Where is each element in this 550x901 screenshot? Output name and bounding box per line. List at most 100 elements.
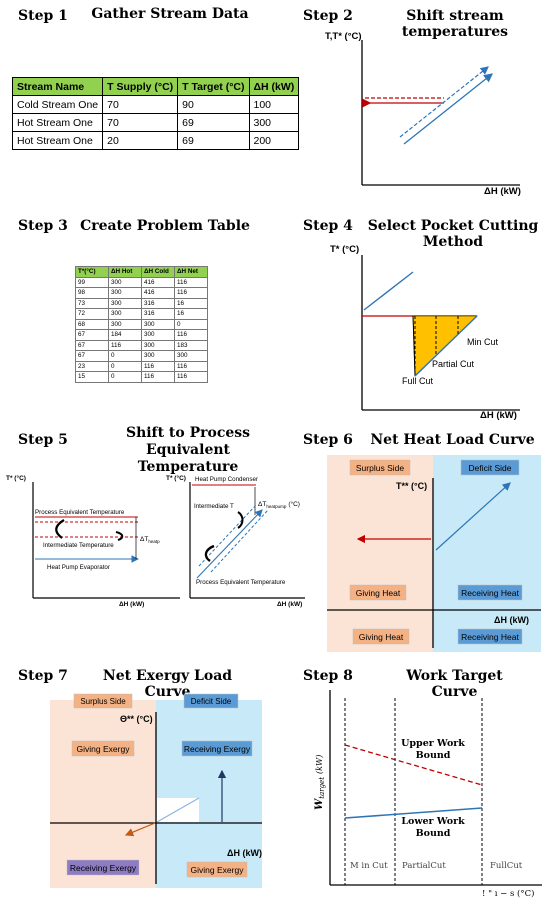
- table-cell: 69: [177, 131, 250, 150]
- cold-stream-line: [403, 73, 494, 145]
- step2-title: Shift stream temperatures: [401, 8, 509, 40]
- deficit-side-label: Deficit Side: [191, 697, 232, 706]
- stream-data-table: Stream Name T Supply (°C) T Target (°C) …: [11, 77, 300, 150]
- step5-number: Step 5: [18, 432, 68, 448]
- step4-ylabel: T* (°C): [330, 244, 359, 255]
- surplus-region: [327, 455, 433, 652]
- step5-title-line2: Temperature: [137, 459, 239, 475]
- deficit-heat-arrow: [435, 482, 511, 551]
- step5-left-axes: [32, 482, 180, 599]
- step1-number: Step 1: [18, 8, 68, 24]
- step8-number: Step 8: [303, 668, 353, 684]
- surplus-side-label: Surplus Side: [80, 697, 126, 706]
- table-cell: 20: [102, 131, 179, 150]
- step5-left-dt-label: ΔTheatp: [140, 536, 160, 544]
- deficit-side-label: Deficit Side: [469, 463, 512, 473]
- step6-xlabel: ΔH (kW): [494, 615, 529, 625]
- step3-number: Step 3: [18, 218, 68, 234]
- table-header: ΔH (kW): [248, 77, 300, 96]
- surplus-side-box: [349, 459, 411, 476]
- step5-title-line1: Shift to Process Equivalent: [125, 425, 251, 458]
- upper-work-label-line2: Bound: [416, 750, 451, 761]
- table-cell: 300: [248, 113, 300, 132]
- full-cut-label: Full Cut: [402, 376, 434, 386]
- step8-ylabel: Wtarget (kW): [314, 755, 326, 810]
- step4-title: Select Pocket Cutting Method: [367, 218, 539, 250]
- step5-left-pet-label: Process Equivalent Temperature: [35, 509, 125, 516]
- step6-number: Step 6: [303, 432, 353, 448]
- dt-symbol: ΔT: [140, 536, 148, 543]
- upper-work-label-line1: Upper Work: [401, 738, 465, 749]
- partial-cut-region-label: PartialCut: [402, 861, 446, 871]
- step8-xlabel: ! " ı − s (°C): [482, 888, 534, 899]
- giving-exergy-top-label: Giving Exergy: [77, 744, 131, 754]
- giving-exergy-box: [71, 740, 135, 757]
- step1-title: Gather Stream Data: [91, 6, 249, 22]
- receiving-exergy-top-box: [181, 740, 253, 757]
- step8-axes: [329, 690, 542, 886]
- deficit-side-box: [183, 693, 239, 709]
- table-cell: Hot Stream One: [11, 131, 104, 150]
- step5-left-it-label: Intermediate Temperature: [43, 542, 114, 549]
- lower-work-bound-line: [344, 807, 483, 819]
- w-unit: (kW): [315, 755, 324, 774]
- lower-work-label-line2: Bound: [416, 828, 451, 839]
- upper-work-bound-line: [344, 744, 483, 786]
- step5-right-dt-label: ΔTheatpump(°C): [258, 500, 300, 509]
- step5-right-pet-label: Process Equivalent Temperature: [196, 579, 286, 586]
- step5-right-it-label: Intermediate T: [194, 503, 234, 510]
- step5-right-axes: [189, 482, 305, 599]
- step2-ylabel: T,T* (°C): [325, 31, 362, 42]
- step5-right-xlabel: ΔH (kW): [277, 601, 302, 608]
- surplus-exergy-arrow: [124, 822, 156, 837]
- heat-pump-arc-right: [115, 531, 124, 541]
- step8-title: Work Target Curve: [406, 668, 503, 700]
- heat-pump-arc-lower: [204, 544, 215, 562]
- giving-heat-bottom-label: Giving Heat: [359, 632, 404, 642]
- giving-exergy-bottom-box: [186, 861, 248, 878]
- w-symbol: W: [314, 797, 325, 810]
- min-cut-label: Min Cut: [467, 337, 499, 347]
- receiving-exergy-top-label: Receiving Exergy: [184, 744, 251, 754]
- partial-cut-label: Partial Cut: [432, 359, 475, 369]
- full-cut-region-label: FullCut: [490, 861, 523, 871]
- receiving-exergy-bottom-label: Receiving Exergy: [70, 863, 137, 873]
- step4-axes: [361, 255, 520, 411]
- surplus-side-label: Surplus Side: [356, 463, 404, 473]
- step5-left-hpe-label: Heat Pump Evaporator: [47, 564, 110, 571]
- min-cut-region-label: M in Cut: [350, 861, 388, 871]
- step5-left-xlabel: ΔH (kW): [119, 601, 144, 608]
- pet-line-dashed-right: [210, 509, 269, 573]
- step2-axes: [361, 40, 520, 186]
- step2-number: Step 2: [303, 8, 353, 24]
- table-header: T Supply (°C): [102, 77, 179, 96]
- return-curve: [414, 315, 478, 377]
- giving-heat-top-label: Giving Heat: [356, 588, 401, 598]
- step7-title: Net Exergy Load Curve: [102, 668, 233, 700]
- step7-number: Step 7: [18, 668, 68, 684]
- receiving-heat-top-label: Receiving Heat: [461, 588, 519, 598]
- deficit-exergy-line: [156, 797, 200, 823]
- table-cell: 200: [248, 131, 300, 150]
- receiving-exergy-bottom-box: [66, 859, 140, 876]
- dt-subscript: heatp: [148, 539, 160, 544]
- step3-title: Create Problem Table: [80, 218, 250, 234]
- receiving-heat-bottom-label: Receiving Heat: [461, 632, 519, 642]
- dt-subscript: heatpump: [266, 504, 287, 509]
- w-subscript: target: [318, 777, 326, 799]
- receiving-heat-bottom-box: [457, 628, 523, 645]
- step4-number: Step 4: [303, 218, 353, 234]
- step7-xlabel: ΔH (kW): [227, 848, 262, 858]
- heat-pump-arc-left: [55, 519, 65, 539]
- deficit-region: [433, 455, 541, 652]
- dt-unit: (°C): [288, 500, 300, 508]
- giving-heat-bottom-box: [352, 628, 410, 645]
